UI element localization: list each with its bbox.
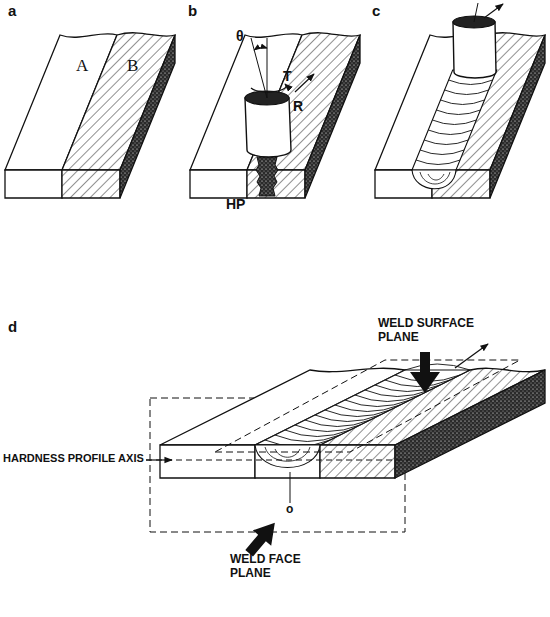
- tilt-axis: [474, 3, 478, 22]
- rotation-arrow: [251, 84, 286, 92]
- weld-surface-plane: [215, 360, 520, 452]
- weld-nugget: [255, 445, 320, 468]
- plate: [5, 33, 175, 198]
- hardness-axis-line: [146, 460, 410, 461]
- leader-arrow: [146, 459, 172, 460]
- axis-label: T: [283, 68, 292, 85]
- axis-label: HARDNESS PROFILE AXIS: [3, 452, 144, 465]
- nugget-swirl: [265, 447, 310, 461]
- weld-ripples: [412, 80, 493, 175]
- view-arrow: [410, 352, 440, 393]
- panel-letter: d: [8, 318, 17, 336]
- travel-arrow: [455, 344, 488, 368]
- plate: [190, 33, 360, 198]
- nugget-swirl: [420, 172, 450, 184]
- panel-c: [375, 3, 545, 198]
- panel-letter: b: [188, 2, 197, 20]
- panel-letter: c: [372, 2, 380, 20]
- plate-front-b: [320, 445, 395, 478]
- part-label: B: [127, 56, 138, 76]
- plane-label: WELD SURFACE PLANE: [378, 316, 488, 345]
- weld-nugget: [412, 170, 456, 189]
- point-label: o: [286, 502, 293, 516]
- tool-shoulder: [453, 22, 496, 78]
- tool-shoulder: [245, 98, 291, 157]
- weld-track: [412, 70, 497, 170]
- travel-arrow: [295, 74, 314, 92]
- plate-side: [395, 370, 545, 478]
- axis-label: R: [293, 98, 303, 115]
- panel-letter: a: [8, 2, 16, 20]
- panel-d: [146, 344, 545, 561]
- part-label: A: [76, 56, 88, 76]
- plane-label: WELD FACE PLANE: [230, 552, 325, 581]
- vertical-axis: [267, 38, 268, 98]
- leader-line: [290, 472, 291, 503]
- part-label: HP: [226, 196, 245, 213]
- plate-front-weld: [255, 445, 320, 478]
- travel-arrow: [484, 4, 503, 18]
- panel-b: [190, 33, 360, 198]
- angle-arc: [254, 47, 267, 50]
- plate-front-a: [160, 445, 255, 478]
- angle-symbol: θ: [236, 28, 244, 45]
- tool-pin: [256, 157, 278, 196]
